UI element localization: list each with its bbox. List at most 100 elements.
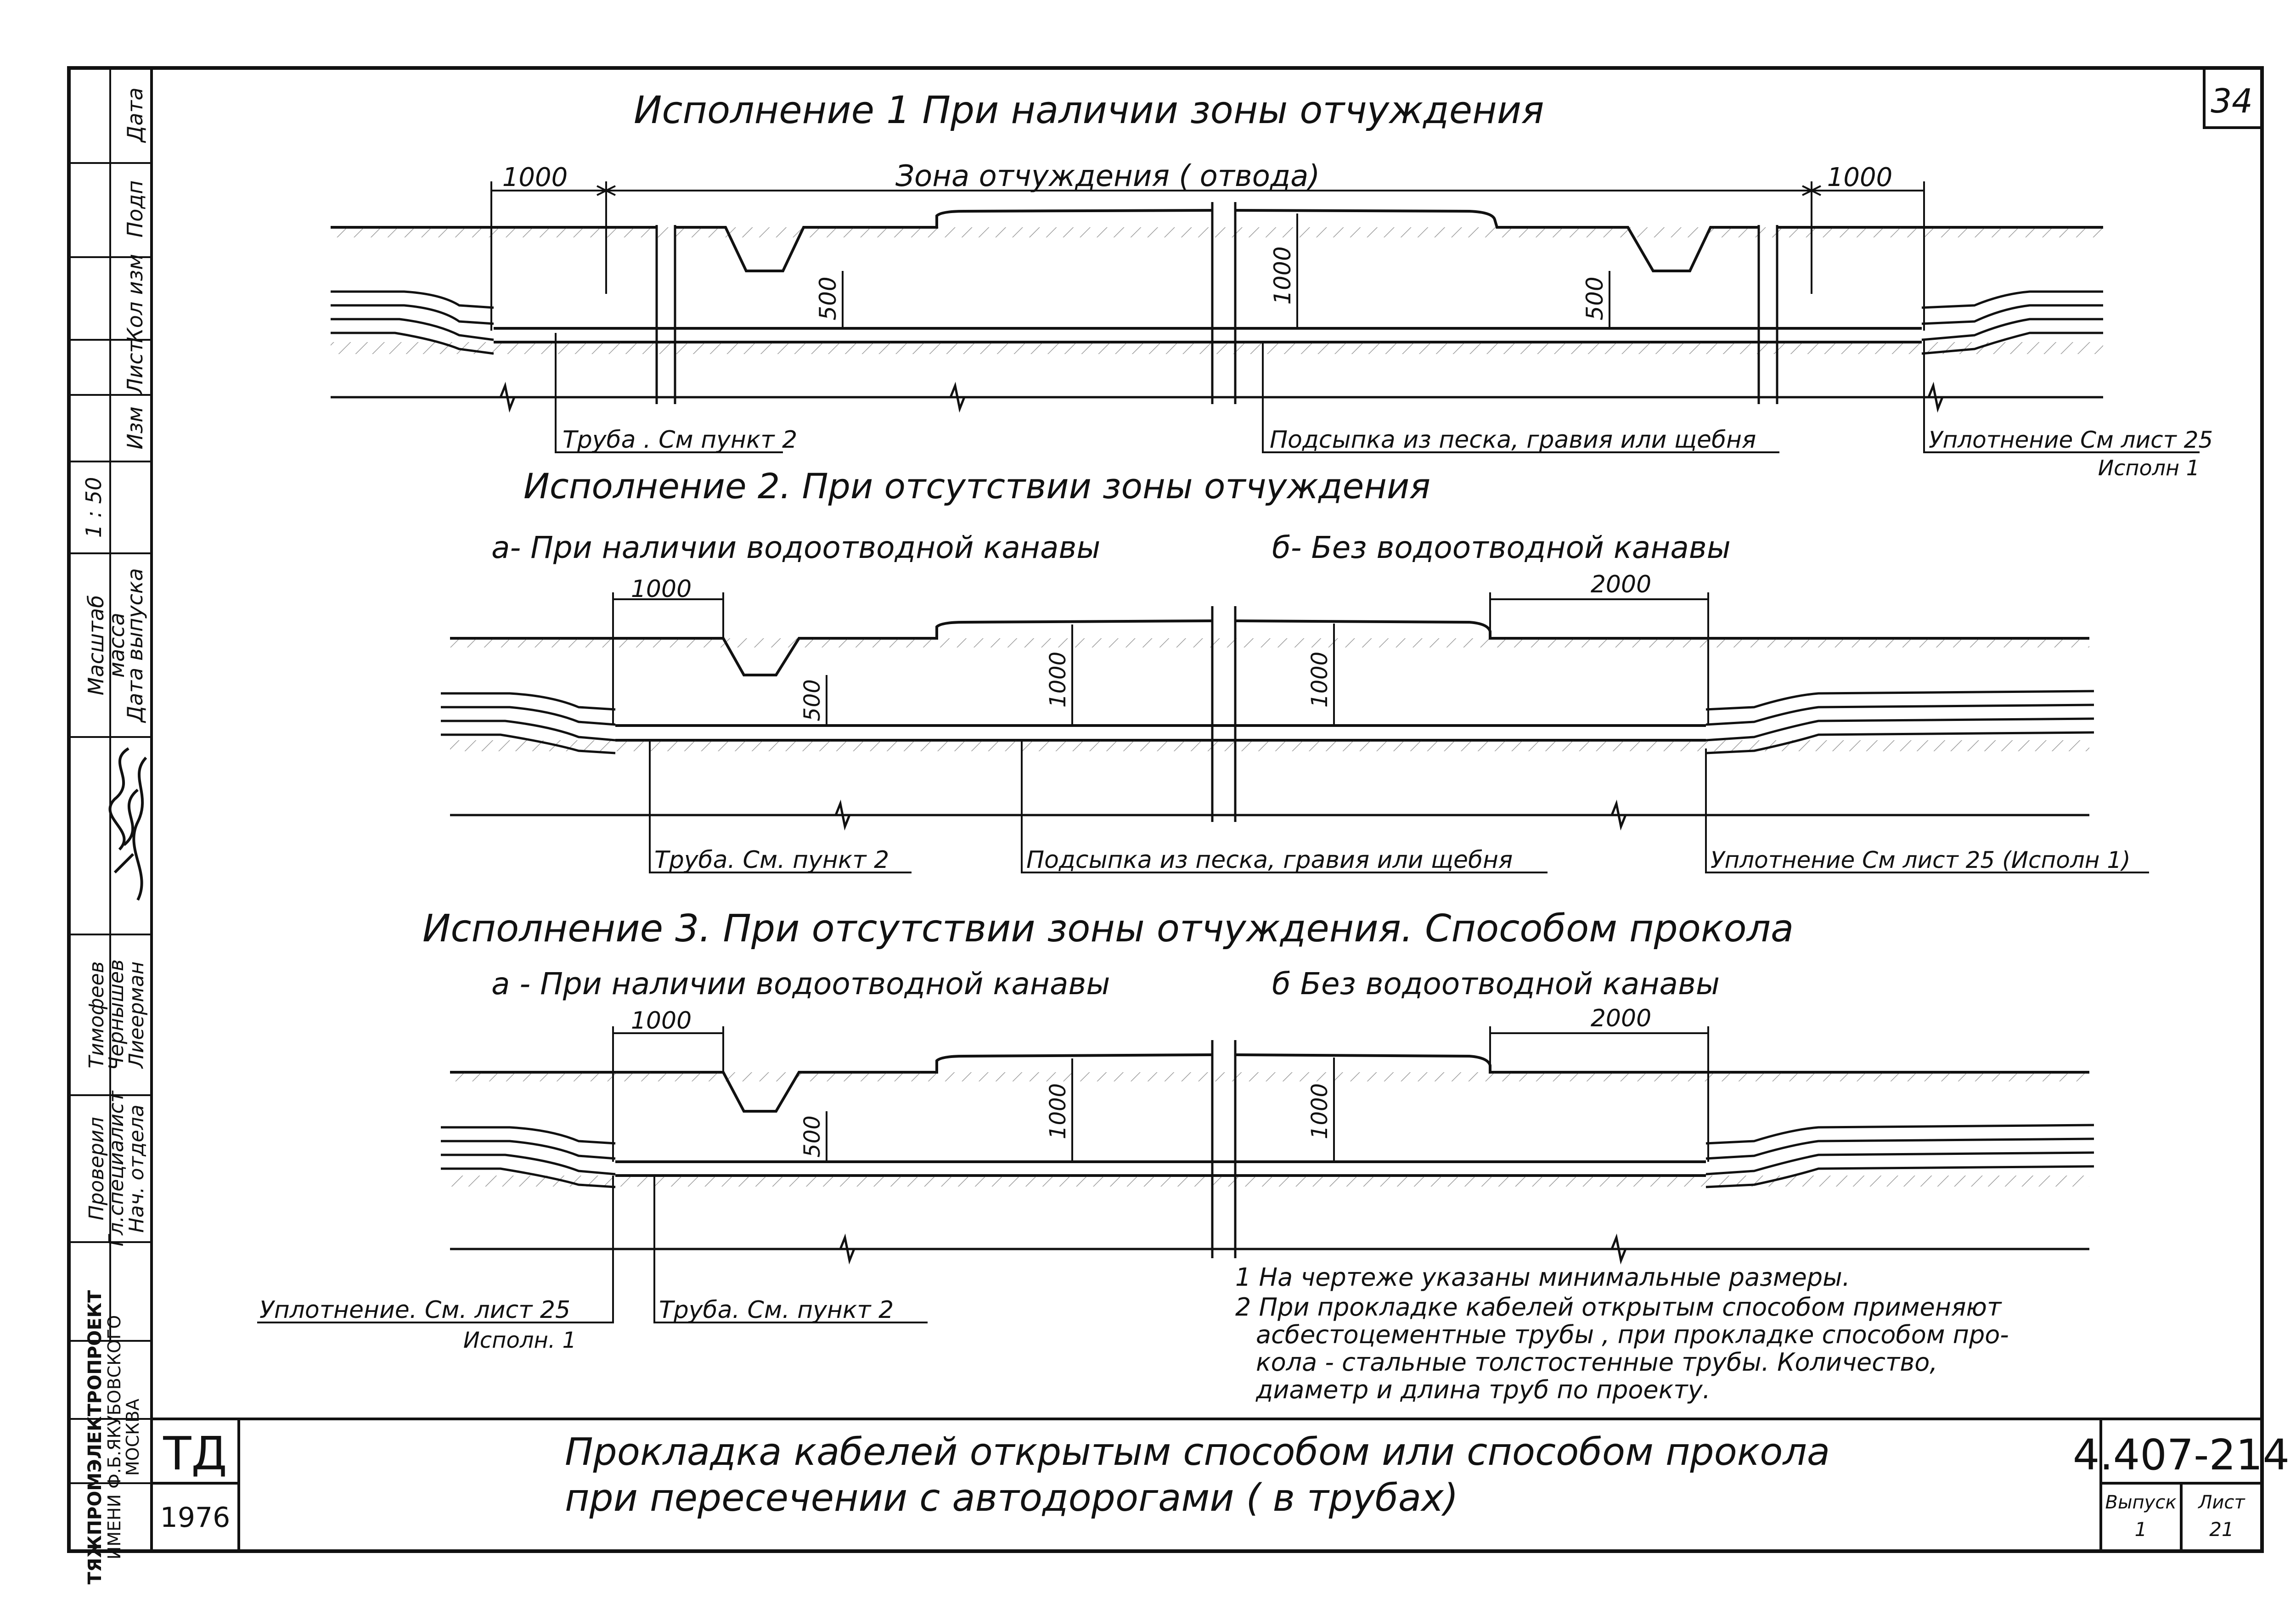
section-2: Исполнение 2. При отсутствии зоны отчужд… (441, 466, 2149, 874)
list-label: Лист (2197, 1492, 2245, 1513)
title-block-text: ТД 1976 Прокладка кабелей открытым спосо… (160, 1427, 2290, 1541)
stamp-col-date: Дата (123, 87, 147, 143)
section-3-callout-lines (257, 1176, 928, 1323)
section-1-callout-seal: Уплотнение См лист 25 (1929, 427, 2213, 453)
stamp-name-2: Чернышев (105, 959, 128, 1070)
sheet-number-box: 34 (2203, 68, 2262, 129)
notes: 1 На чертеже указаны минимальные размеры… (1235, 1263, 2009, 1404)
section-2-break-lines (450, 606, 2089, 831)
stamp-col-sheet: Лист (123, 340, 147, 395)
document-code: 4.407-214 (2073, 1430, 2290, 1480)
section-3-break-lines (450, 1040, 2089, 1265)
section-1-dim-right: 1000 (1827, 163, 1893, 192)
section-3-cable-right (1705, 1124, 2094, 1188)
section-1-callout-lines (555, 333, 2200, 453)
stamp-release-label: Дата выпуска (123, 568, 147, 723)
section-2-heading: Исполнение 2. При отсутствии зоны отчужд… (523, 466, 1430, 506)
section-1-callout-pipe: Труба . См пункт 2 (563, 426, 797, 454)
section-3-sub-b: б Без водоотводной канавы (1272, 966, 1720, 1002)
issue-value: 1 (2135, 1518, 2147, 1541)
section-2-trench-hatch (450, 740, 2089, 751)
stamp-role-2: Гл.специалист (105, 1090, 128, 1246)
section-3-callout-seal-sub: Исполн. 1 (463, 1328, 576, 1353)
section-3-dim-left: 1000 (631, 1007, 692, 1035)
sheet-frame (67, 66, 2264, 1553)
section-3-ground (450, 1053, 2089, 1113)
section-1-ground-hatch (331, 227, 2103, 237)
note-line-1: 1 На чертеже указаны минимальные размеры… (1235, 1263, 1850, 1292)
section-3-depth-1: 500 (799, 1115, 825, 1158)
org-line-2: ИМЕНИ Ф.Б.ЯКУБОВСКОГО (104, 1315, 124, 1559)
section-2-callout-pipe: Труба. См. пункт 2 (654, 846, 889, 874)
stamp-col-count: Кол изм (123, 254, 147, 343)
section-3-trench-hatch (450, 1176, 2089, 1187)
section-1-dim-left: 1000 (502, 163, 568, 192)
stamp-scale-label: Масштаб (84, 595, 108, 696)
section-3-heading: Исполнение 3. При отсутствии зоны отчужд… (422, 907, 1794, 951)
section-3-depth-dims (826, 1058, 1335, 1162)
title-block (152, 1418, 2262, 1551)
section-3-cable-left (441, 1126, 616, 1188)
list-value: 21 (2209, 1518, 2234, 1541)
note-line-2: 2 При прокладке кабелей открытым способо… (1235, 1293, 2002, 1322)
org-line-1: ТЯЖПРОМЭЛЕКТРОПРОЕКТ (84, 1290, 106, 1585)
section-2-dimension-lines (612, 592, 1709, 726)
left-stamp (69, 68, 152, 1552)
section-2-callout-seal: Уплотнение См лист 25 (Исполн 1) (1711, 847, 2131, 873)
section-1-cable-right (1921, 290, 2103, 355)
section-1-ground (331, 209, 2103, 272)
section-3-dim-right: 2000 (1591, 1005, 1651, 1032)
stamp-role-3: Нач. отдела (125, 1104, 148, 1232)
title-line-1: Прокладка кабелей открытым способом или … (565, 1430, 1830, 1474)
section-1-cable-left (331, 290, 494, 355)
note-line-5: диаметр и длина труб по проекту. (1255, 1375, 1711, 1404)
section-3: Исполнение 3. При отсутствии зоны отчужд… (257, 907, 2094, 1353)
section-1-trench-hatch (331, 342, 2103, 354)
section-2-ground-hatch (450, 638, 2089, 647)
section-1-zone-label: Зона отчуждения ( отвода) (895, 159, 1320, 193)
stamp-labels: Дата Подп Кол изм Лист Изм 1 : 50 Дата в… (81, 87, 148, 1584)
section-2-sub-b: б- Без водоотводной канавы (1272, 530, 1731, 565)
td-mark: ТД (163, 1427, 227, 1480)
note-line-4: кола - стальные толстостенные трубы. Кол… (1256, 1348, 1937, 1377)
section-3-callout-pipe: Труба. См. пункт 2 (659, 1296, 894, 1324)
section-2-cable-left (441, 692, 616, 754)
section-3-depth-2: 1000 (1045, 1083, 1071, 1139)
section-2-depth-3: 1000 (1307, 652, 1333, 708)
section-2-depth-2: 1000 (1045, 652, 1071, 708)
section-1-heading: Исполнение 1 При наличии зоны отчуждения (634, 89, 1544, 132)
org-line-3: МОСКВА (123, 1399, 143, 1476)
note-line-3: асбестоцементные трубы , при прокладке с… (1256, 1320, 2009, 1349)
section-1-break-lines (331, 202, 2103, 413)
section-3-depth-3: 1000 (1307, 1083, 1333, 1139)
section-3-ground-hatch (450, 1072, 2089, 1081)
stamp-col-sign: Подп (123, 180, 147, 238)
section-2-callout-lines (649, 740, 2149, 873)
section-1-callout-fill: Подсыпка из песка, гравия или щебня (1270, 426, 1756, 454)
year: 1976 (160, 1502, 231, 1534)
signatures (108, 747, 147, 901)
section-2-depth-1: 500 (799, 679, 825, 721)
section-2-sub-a: а- При наличии водоотводной канавы (491, 530, 1100, 565)
section-3-pipe (615, 1160, 1706, 1177)
section-2-dim-right: 2000 (1591, 571, 1651, 598)
section-3-dimension-lines (612, 1026, 1709, 1162)
section-2-cable-right (1705, 690, 2094, 754)
section-2-pipe (615, 724, 1706, 742)
stamp-role-1: Проверил (85, 1117, 108, 1221)
section-1-depth-3: 500 (1581, 276, 1608, 320)
section-1-depth-1: 500 (815, 276, 841, 320)
title-line-2: при пересечении с автодорогами ( в труба… (565, 1476, 1458, 1520)
section-1-depth-dims (842, 214, 1610, 328)
section-1-callout-seal-sub: Исполн 1 (2098, 456, 2200, 480)
section-1-depth-2: 1000 (1269, 246, 1296, 304)
section-2-depth-dims (826, 624, 1335, 726)
issue-label: Выпуск (2105, 1492, 2177, 1513)
section-1-pipe (494, 327, 1922, 343)
stamp-mass-label: масса (104, 613, 129, 678)
stamp-scale-value: 1 : 50 (81, 477, 106, 538)
sheet-number: 34 (2211, 82, 2253, 120)
stamp-name-3: Лиеерман (125, 962, 148, 1069)
section-1-dimension-lines (490, 181, 1925, 331)
section-3-callout-seal: Уплотнение. См. лист 25 (259, 1296, 570, 1324)
